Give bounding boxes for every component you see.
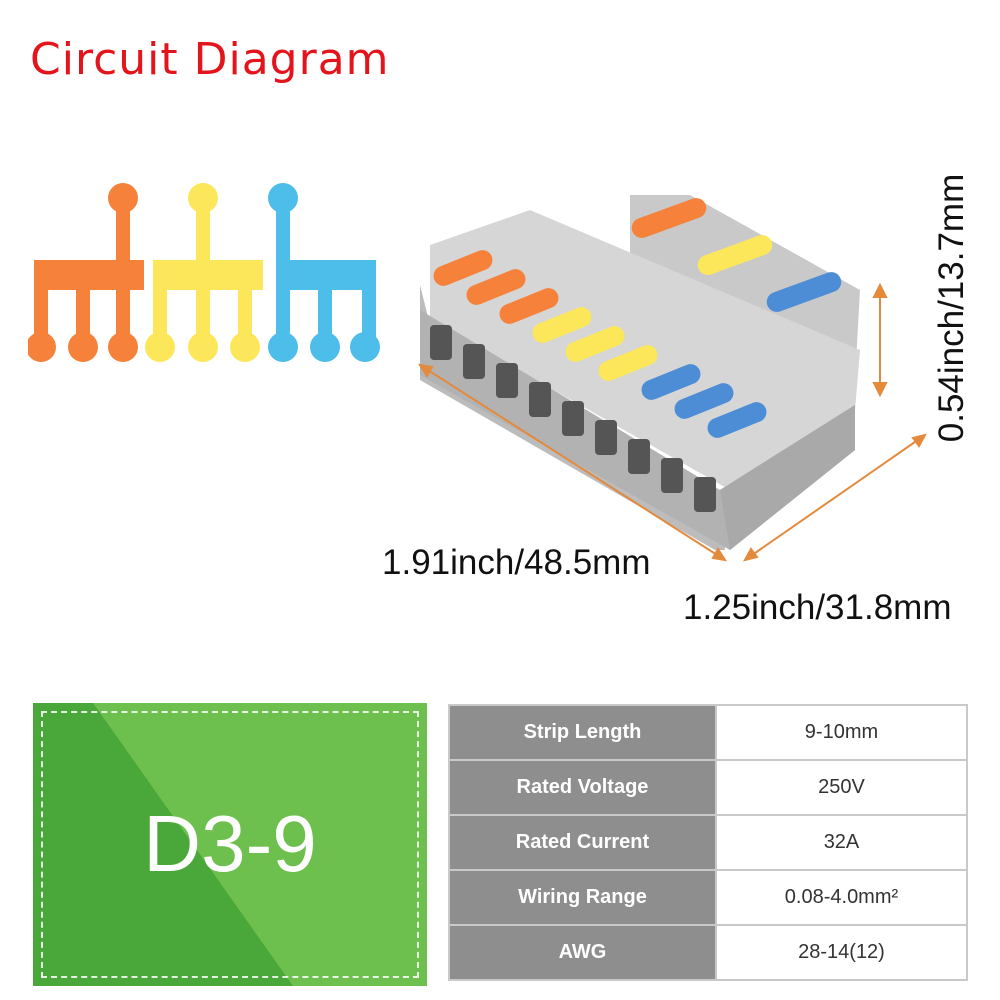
depth-dimension-label: 1.25inch/31.8mm (683, 588, 952, 627)
orange-circuit (28, 183, 144, 362)
blue-circuit (268, 183, 380, 362)
spec-label: AWG (448, 924, 717, 981)
spec-value: 250V (714, 759, 969, 816)
spec-value: 28-14(12) (714, 924, 969, 981)
spec-label: Rated Voltage (448, 759, 717, 816)
length-dimension-label: 1.91inch/48.5mm (382, 543, 651, 582)
spec-label: Strip Length (448, 704, 717, 761)
page-title: Circuit Diagram (30, 34, 390, 85)
spec-table: Strip Length 9-10mm Rated Voltage 250V R… (448, 704, 969, 981)
model-badge-background (33, 703, 427, 986)
spec-label: Rated Current (448, 814, 717, 871)
table-row: Wiring Range 0.08-4.0mm² (448, 869, 969, 926)
table-row: Rated Current 32A (448, 814, 969, 871)
spec-value: 9-10mm (714, 704, 969, 761)
spec-label: Wiring Range (448, 869, 717, 926)
model-badge: D3-9 (33, 703, 427, 986)
table-row: Strip Length 9-10mm (448, 704, 969, 761)
height-dimension-label: 0.54inch/13.7mm (932, 173, 971, 443)
table-row: Rated Voltage 250V (448, 759, 969, 816)
spec-value: 0.08-4.0mm² (714, 869, 969, 926)
back-levers (631, 198, 842, 312)
circuit-diagram (28, 183, 380, 362)
spec-value: 32A (714, 814, 969, 871)
table-row: AWG 28-14(12) (448, 924, 969, 981)
connector-product-image (417, 195, 927, 562)
model-name: D3-9 (143, 799, 317, 888)
front-levers (433, 250, 767, 438)
yellow-circuit (145, 183, 263, 362)
model-badge-border (41, 711, 419, 978)
dimension-lines (417, 282, 927, 562)
connector-side-face (720, 405, 855, 550)
wire-holes (430, 325, 716, 512)
